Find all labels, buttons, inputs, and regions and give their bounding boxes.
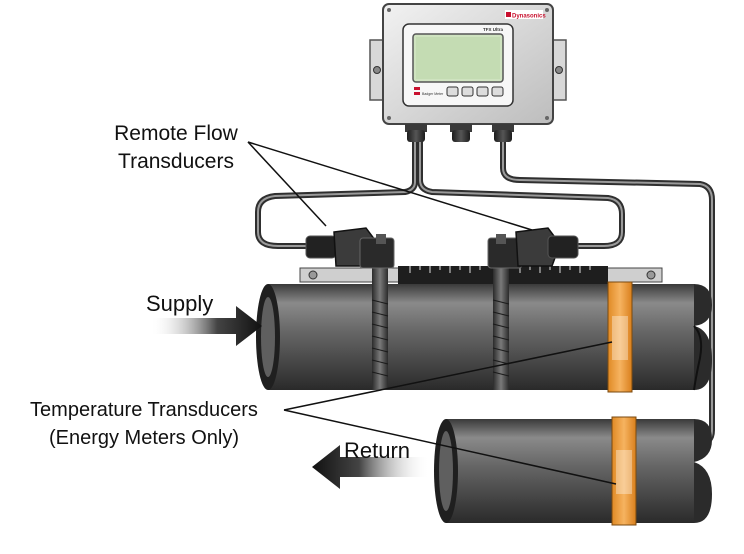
rail-screw-left bbox=[308, 270, 318, 280]
return-label: Return bbox=[344, 438, 411, 463]
temperature-band-return bbox=[611, 416, 637, 526]
supply-arrow-icon bbox=[150, 306, 262, 346]
keypad-button-4[interactable] bbox=[491, 86, 504, 97]
remote-flow-label-line1: Remote Flow bbox=[114, 122, 238, 145]
mount-screw-right bbox=[555, 66, 563, 74]
flow-transducer-left bbox=[305, 227, 395, 269]
leader-lines bbox=[247, 141, 617, 485]
temperature-label-line2: (Energy Meters Only) bbox=[48, 427, 240, 449]
rail-screw-right bbox=[646, 270, 656, 280]
leader-remote-left bbox=[247, 141, 327, 227]
meter-enclosure: Badger Meter Dynasonics TFX Ultra bbox=[369, 3, 567, 142]
temperature-band-supply bbox=[607, 281, 633, 393]
temperature-label-line1: Temperature Transducers bbox=[30, 399, 258, 421]
remote-flow-label-line2: Transducers bbox=[118, 150, 234, 173]
cable-gland-right bbox=[492, 124, 514, 142]
brand-logo-icon bbox=[506, 12, 511, 17]
flow-transducer-right bbox=[487, 227, 579, 269]
leader-temp-return bbox=[283, 409, 617, 485]
return-arrow-icon bbox=[312, 445, 430, 489]
mounting-rail bbox=[299, 266, 663, 284]
leader-remote-right bbox=[247, 141, 533, 231]
cable-gland-left bbox=[405, 124, 427, 142]
temperature-transducers-label: Temperature Transducers (Energy Meters O… bbox=[6, 396, 282, 452]
remote-flow-transducers-label: Remote Flow Transducers bbox=[86, 120, 266, 176]
brand-text: Dynasonics bbox=[512, 14, 546, 20]
supply-pipe bbox=[256, 284, 712, 391]
badger-logo-icon bbox=[414, 87, 420, 95]
keypad-button-2[interactable] bbox=[461, 86, 474, 97]
mount-screw-left bbox=[373, 66, 381, 74]
footer-brand-text: Badger Meter bbox=[422, 92, 444, 96]
clamp-strap-left bbox=[371, 256, 389, 390]
cable-gland-middle bbox=[450, 124, 472, 142]
clamp-strap-right bbox=[492, 256, 510, 390]
supply-label: Supply bbox=[146, 291, 214, 316]
keypad-button-1[interactable] bbox=[446, 86, 459, 97]
return-pipe bbox=[434, 419, 712, 523]
leader-temp-supply bbox=[283, 341, 613, 411]
keypad-button-3[interactable] bbox=[476, 86, 489, 97]
model-text: TFX Ultra bbox=[483, 27, 503, 32]
